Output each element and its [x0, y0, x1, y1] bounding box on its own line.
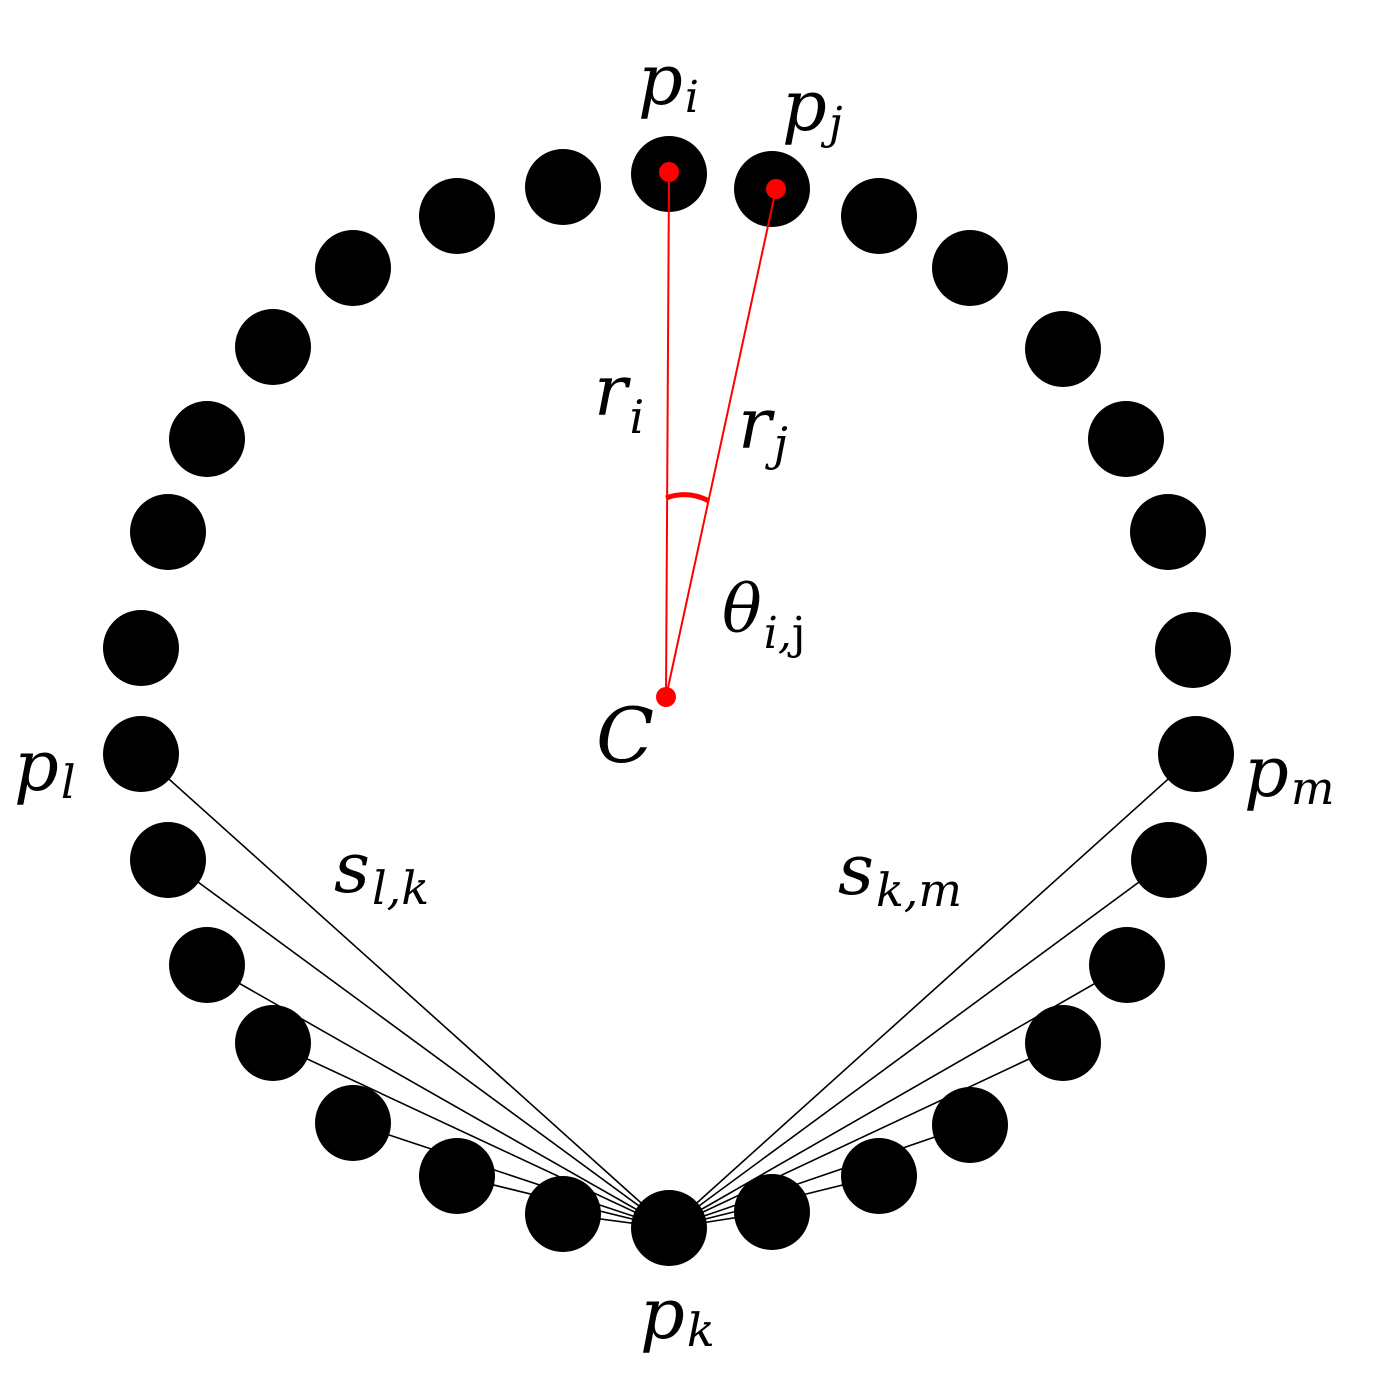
center-point-marker	[656, 687, 676, 707]
point-marker-p-j	[766, 179, 786, 199]
ring-node	[169, 401, 245, 477]
chord-line	[352, 1122, 670, 1229]
chord-line	[668, 859, 1170, 1229]
label-r-i: ri	[594, 350, 644, 444]
ring-node	[1088, 401, 1164, 477]
label-p-k: pk	[640, 1273, 715, 1357]
ring-node	[130, 822, 206, 898]
ring-node	[525, 1176, 601, 1252]
chord-lines	[140, 753, 1197, 1229]
chord-line	[272, 1042, 670, 1229]
ring-node	[1089, 927, 1165, 1003]
label-r-j: rj	[738, 383, 788, 471]
ring-node	[932, 230, 1008, 306]
ring-node	[235, 309, 311, 385]
label-center-c: C	[596, 691, 654, 780]
ring-node	[169, 927, 245, 1003]
label-p-j: pj	[782, 65, 842, 149]
radius-line-i	[665, 171, 670, 698]
ring-node	[1155, 612, 1231, 688]
ring-node	[841, 1138, 917, 1214]
label-p-l: pl	[14, 725, 76, 809]
chord-line	[140, 753, 670, 1229]
ring-node	[103, 610, 179, 686]
ring-node	[315, 1085, 391, 1161]
label-s-lk: sl,k	[334, 827, 429, 915]
chord-line	[668, 1042, 1064, 1229]
ring-node	[631, 1190, 707, 1266]
ring-node	[419, 1138, 495, 1214]
ring-node	[315, 230, 391, 306]
chord-line	[167, 859, 670, 1229]
point-marker-p-i	[659, 162, 679, 182]
ring-node	[734, 1174, 810, 1250]
label-s-km: sk,m	[838, 829, 962, 917]
ring-node	[1131, 822, 1207, 898]
label-theta-ij: θi,j	[722, 571, 805, 659]
ring-node	[235, 1005, 311, 1081]
ring-node	[130, 494, 206, 570]
radius-line-j	[665, 188, 777, 698]
label-p-m: pm	[1244, 731, 1334, 815]
ring-node	[1025, 311, 1101, 387]
label-p-i: pi	[638, 39, 699, 123]
node-ring	[103, 136, 1234, 1266]
ring-node	[1130, 494, 1206, 570]
chord-line	[668, 1124, 971, 1229]
ring-node	[1025, 1005, 1101, 1081]
ring-node	[1158, 716, 1234, 792]
ring-node	[419, 178, 495, 254]
ring-node	[525, 149, 601, 225]
ring-node	[841, 178, 917, 254]
ring-node	[103, 716, 179, 792]
ring-node	[932, 1087, 1008, 1163]
angle-arc-theta	[665, 492, 711, 504]
chord-line	[668, 753, 1197, 1229]
